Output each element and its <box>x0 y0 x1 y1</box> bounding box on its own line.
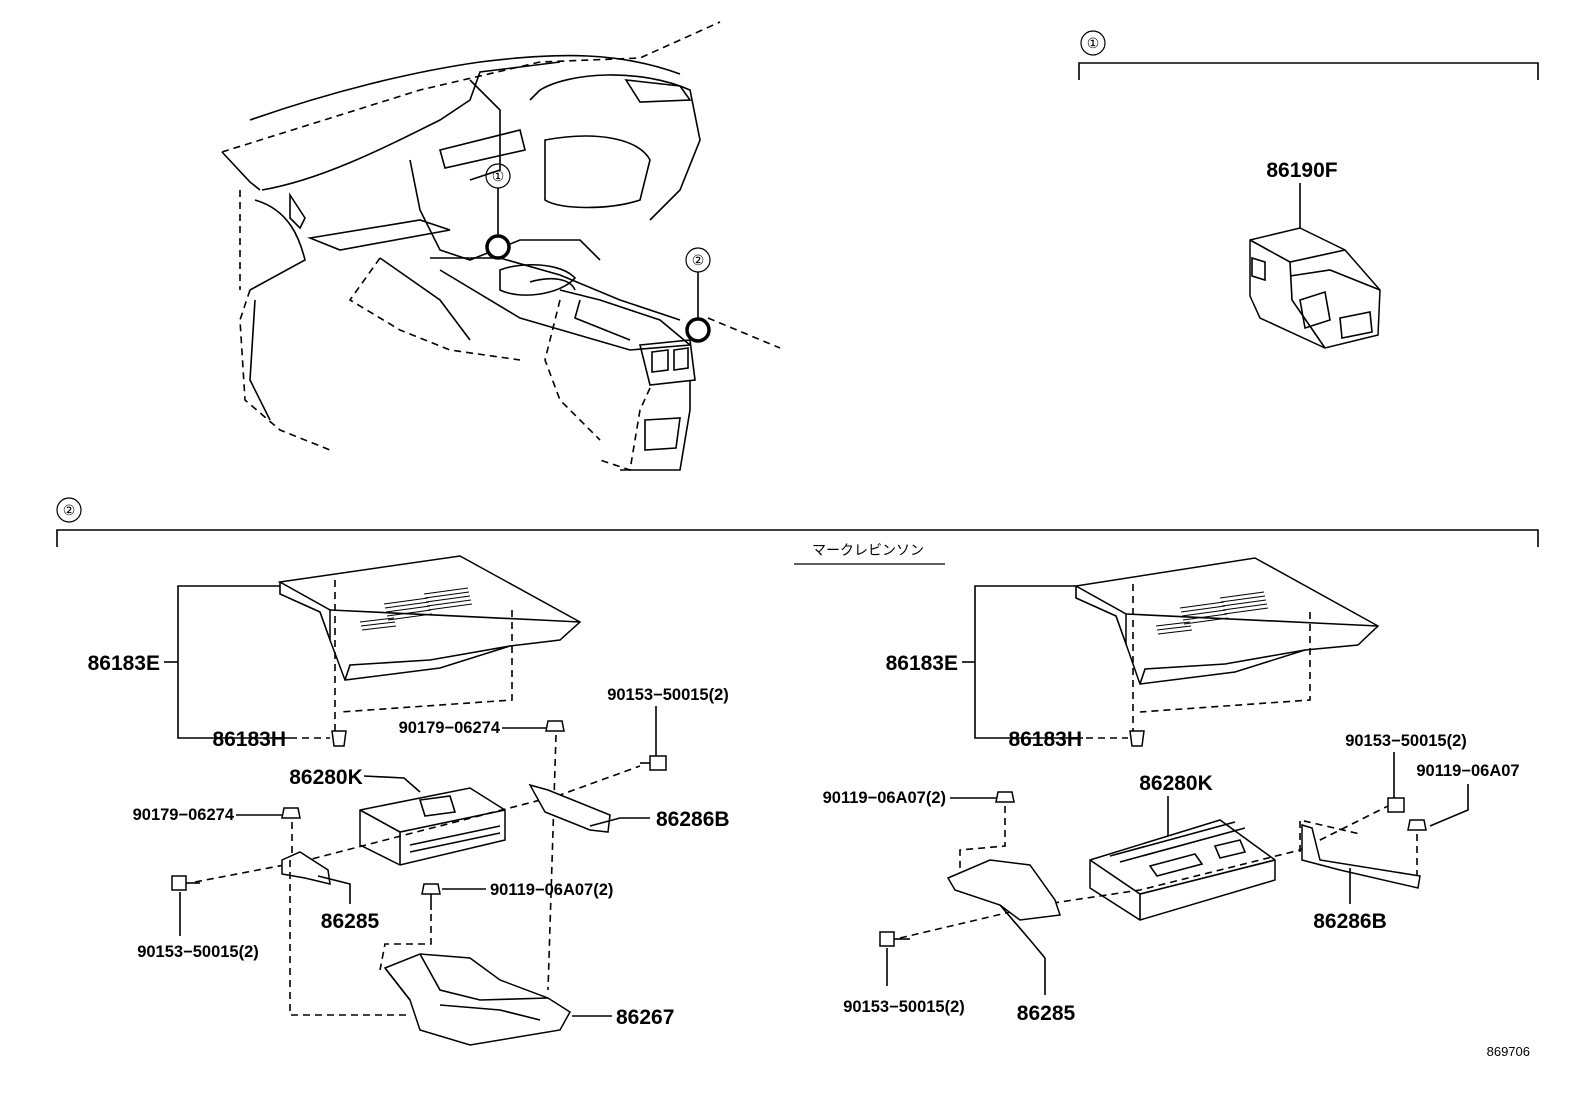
section-1: ① 86190F <box>1078 30 1539 349</box>
left-86267-illustration <box>383 953 571 1046</box>
left-86286B-label: 86286B <box>656 808 730 831</box>
left-cover-illustration <box>277 555 582 681</box>
left-86183E-label: 86183E <box>88 652 160 675</box>
left-amplifier-illustration <box>359 787 506 866</box>
right-86183H-label: 86183H <box>1008 728 1082 751</box>
right-assembly: 86183E 86183H 90153−50015(2) 90119−06A07… <box>823 557 1520 1025</box>
left-86183H-label: 86183H <box>212 728 286 751</box>
right-90153-upper-label: 90153−50015(2) <box>1345 732 1467 750</box>
left-86286B-illustration <box>528 783 611 833</box>
right-90153-lower-label: 90153−50015(2) <box>843 998 965 1016</box>
right-86285-label: 86285 <box>1017 1002 1076 1025</box>
overview-callout-1: ① <box>492 168 505 184</box>
right-86183E-label: 86183E <box>886 652 958 675</box>
right-cover-illustration <box>1073 557 1380 685</box>
left-86267-label: 86267 <box>616 1006 674 1029</box>
left-86285-illustration <box>281 851 331 885</box>
right-86286B-label: 86286B <box>1313 910 1387 933</box>
overview-callout-2: ② <box>692 252 705 268</box>
figure-number: 869706 <box>1487 1044 1530 1059</box>
right-amplifier-illustration <box>1089 819 1276 921</box>
right-90119-upper-label: 90119−06A07 <box>1416 762 1519 780</box>
left-90153-lower-label: 90153−50015(2) <box>137 943 259 961</box>
left-90179-lower-label: 90179−06274 <box>133 806 235 824</box>
right-86286B-illustration <box>1301 823 1421 889</box>
left-90153-upper-label: 90153−50015(2) <box>607 686 729 704</box>
left-90179-upper-label: 90179−06274 <box>399 719 501 737</box>
part-86190F-label: 86190F <box>1266 159 1337 182</box>
left-assembly: 86183E 86183H 90179−06274 90153−50015(2)… <box>88 555 730 1046</box>
section-2: ② マークレビンソン 86183E 8 <box>56 497 1539 1046</box>
left-86280K-label: 86280K <box>289 766 363 789</box>
left-90119-label: 90119−06A07(2) <box>490 881 613 899</box>
section-1-badge: ① <box>1087 35 1100 51</box>
right-90119-lower-label: 90119−06A07(2) <box>823 789 946 807</box>
right-86285-illustration <box>946 859 1062 959</box>
section-2-badge: ② <box>63 502 76 518</box>
part-86190F-illustration <box>1249 227 1381 349</box>
dashboard-overview-illustration: ① ② <box>221 21 781 472</box>
left-86285-label: 86285 <box>321 910 380 933</box>
section-2-caption: マークレビンソン <box>812 542 924 558</box>
right-86280K-label: 86280K <box>1139 772 1213 795</box>
